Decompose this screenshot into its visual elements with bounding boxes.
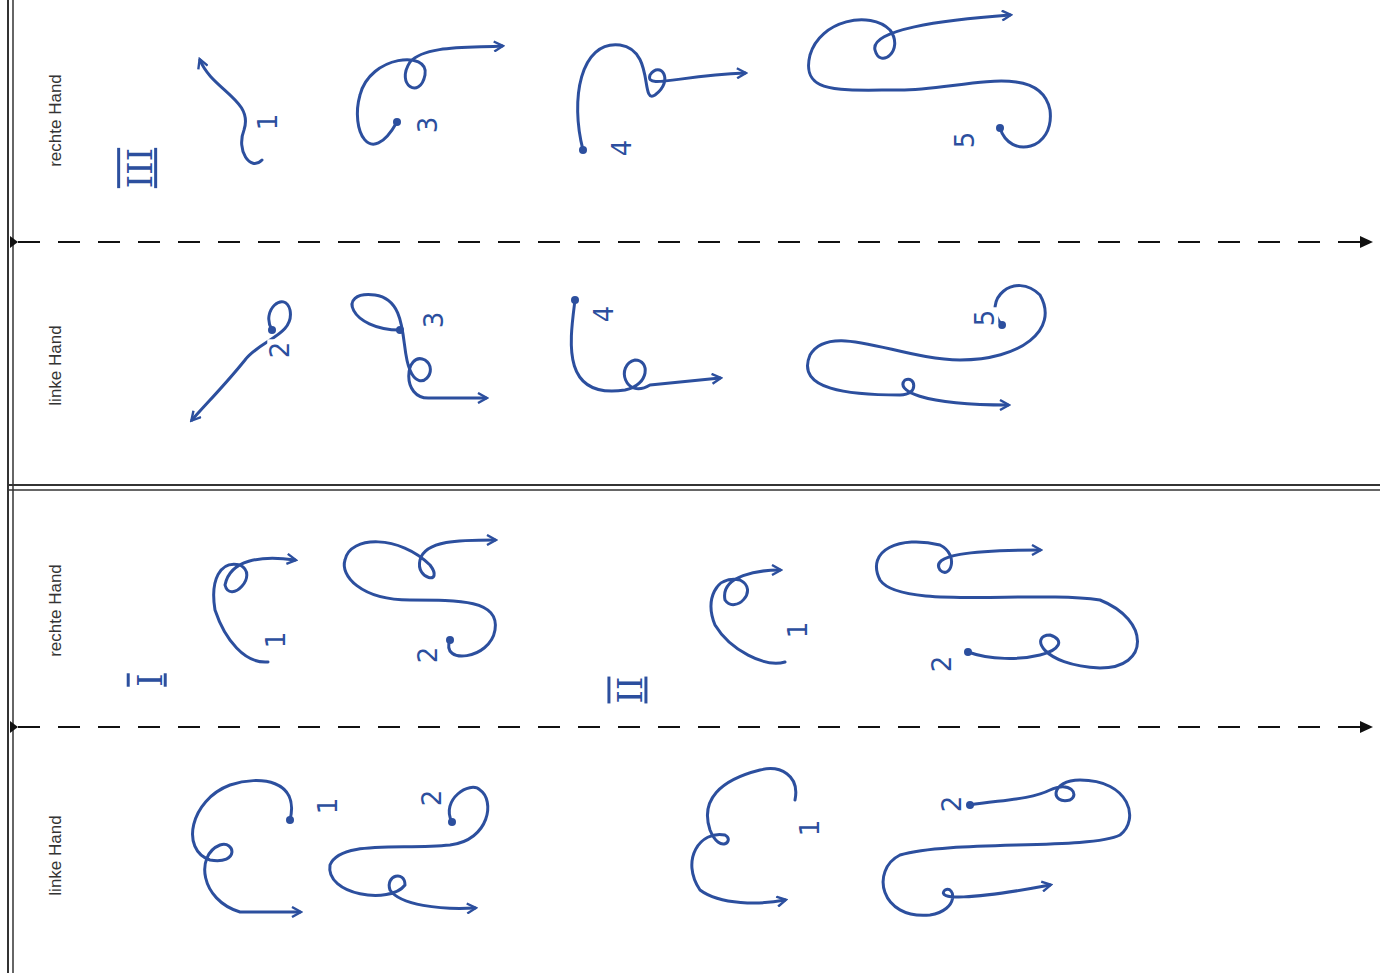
hand-label: rechte Hand [47, 74, 64, 167]
frame-line [12, 0, 14, 973]
hand-label: linke Hand [46, 325, 63, 405]
stroke-number: 2 [267, 340, 293, 361]
handwriting-strokes [192, 15, 1138, 915]
stroke-number: 1 [255, 112, 281, 133]
stroke-number: 3 [415, 115, 441, 136]
frame-line [8, 484, 1380, 486]
stroke-number: 2 [415, 645, 441, 666]
stroke-number: 1 [785, 620, 811, 641]
dashed-axis [18, 726, 1372, 728]
start-dots [268, 118, 1006, 826]
stroke-number: 4 [609, 138, 635, 159]
exercise-number: II [613, 675, 647, 706]
stroke-number: 3 [421, 310, 447, 331]
stroke-number: 5 [972, 308, 998, 329]
dashed-axis [18, 241, 1372, 243]
frame-line [8, 489, 1380, 491]
stroke-number: 2 [939, 794, 965, 815]
stroke-number: 2 [419, 788, 445, 809]
exercise-number: III [123, 146, 157, 190]
hand-label: rechte Hand [47, 564, 64, 657]
stroke-number: 1 [315, 796, 341, 817]
stroke-number: 4 [591, 304, 617, 325]
stroke-number: 5 [952, 130, 978, 151]
hand-label: linke Hand [46, 815, 63, 895]
frame-line [7, 0, 9, 973]
stroke-number: 2 [929, 654, 955, 675]
stroke-number: 1 [263, 630, 289, 651]
exercise-number: I [133, 671, 167, 688]
stroke-number: 1 [797, 818, 823, 839]
